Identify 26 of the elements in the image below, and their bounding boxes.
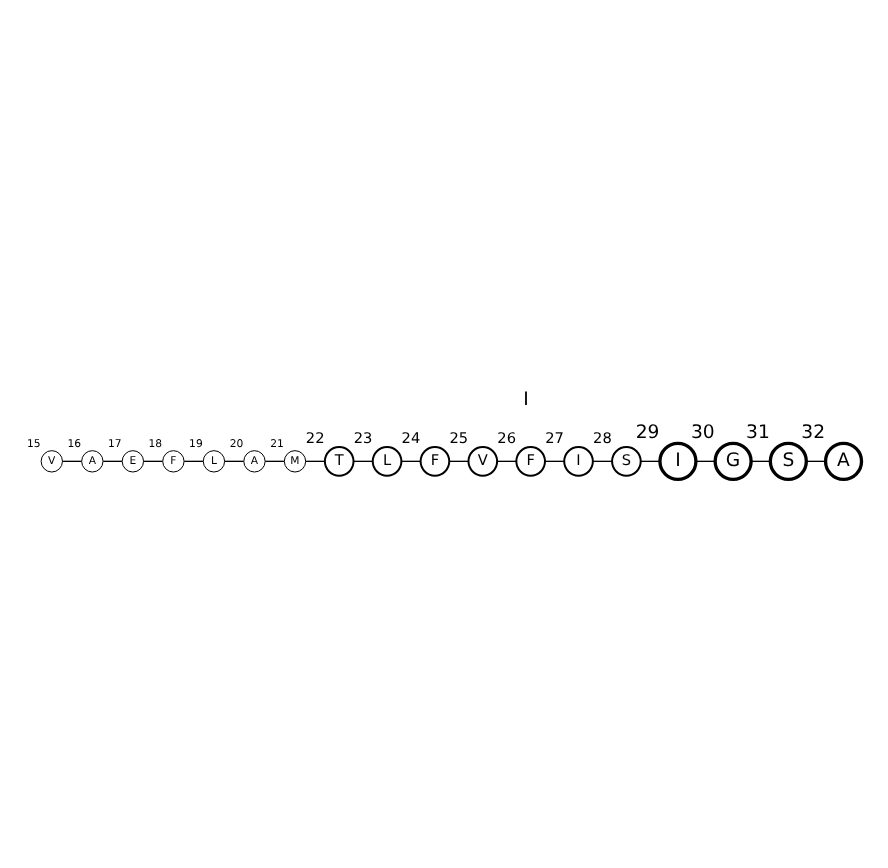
node-circle: A [823, 441, 864, 481]
connector [224, 460, 245, 462]
label: I [523, 389, 529, 412]
node-circle: S [768, 441, 808, 481]
connector [143, 460, 164, 462]
connector [640, 460, 661, 462]
connector [62, 460, 83, 462]
connector [264, 460, 285, 462]
connector [544, 460, 565, 462]
connector [305, 460, 326, 462]
node-label: 32 [801, 421, 826, 444]
node-circle: G [713, 441, 753, 481]
connector [102, 460, 123, 462]
node-label: 30 [690, 421, 715, 444]
connector [352, 460, 374, 462]
connector [695, 460, 716, 462]
connector [750, 460, 771, 462]
node-circle: I [658, 441, 698, 481]
connector [592, 460, 613, 462]
connector [496, 460, 517, 462]
connector [400, 460, 422, 462]
node-label: 31 [746, 421, 770, 444]
connector [448, 460, 470, 462]
connector [183, 460, 204, 462]
connector [805, 460, 827, 462]
node-label: 29 [635, 421, 660, 444]
